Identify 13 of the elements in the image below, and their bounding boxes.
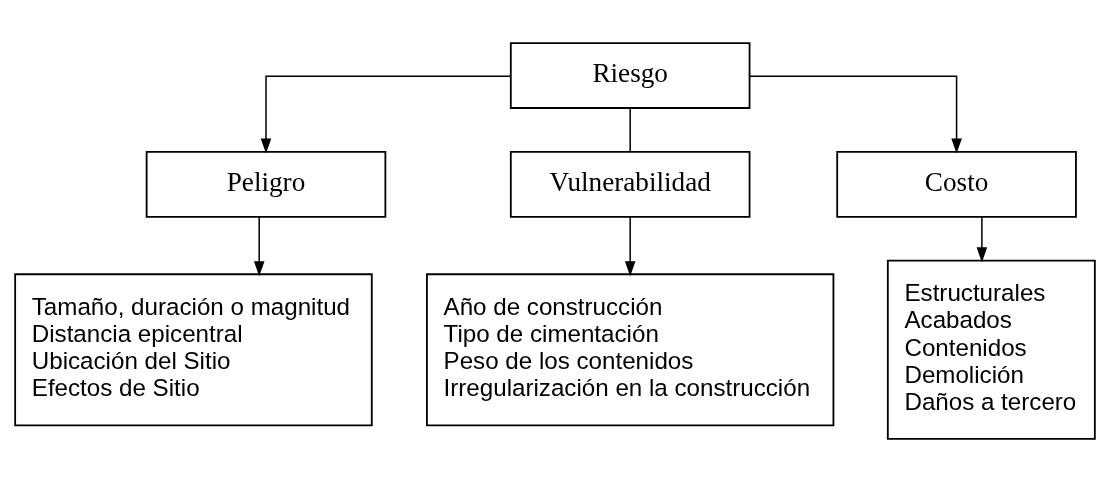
node-box: Peligro xyxy=(145,150,387,218)
arrow xyxy=(976,215,988,262)
node-box: Vulnerabilidad xyxy=(509,150,751,218)
node-box: Costo xyxy=(836,150,1077,218)
arrow xyxy=(749,75,962,154)
node-box: Riesgo xyxy=(509,41,751,109)
node-box: Año de construcción Tipo de cimentación Peso de los contenidos Irregularización en la construcción xyxy=(426,272,835,426)
node-box: Estructurales Acabados Contenidos Demolición Daños a tercero xyxy=(886,259,1096,440)
node-box: Tamaño, duración o magnitud Distancia epicentral Ubicación del Sitio Efectos de Sitio xyxy=(14,272,373,426)
connector xyxy=(629,106,631,152)
arrow xyxy=(260,75,512,154)
arrow xyxy=(253,215,265,276)
arrow xyxy=(624,215,636,276)
